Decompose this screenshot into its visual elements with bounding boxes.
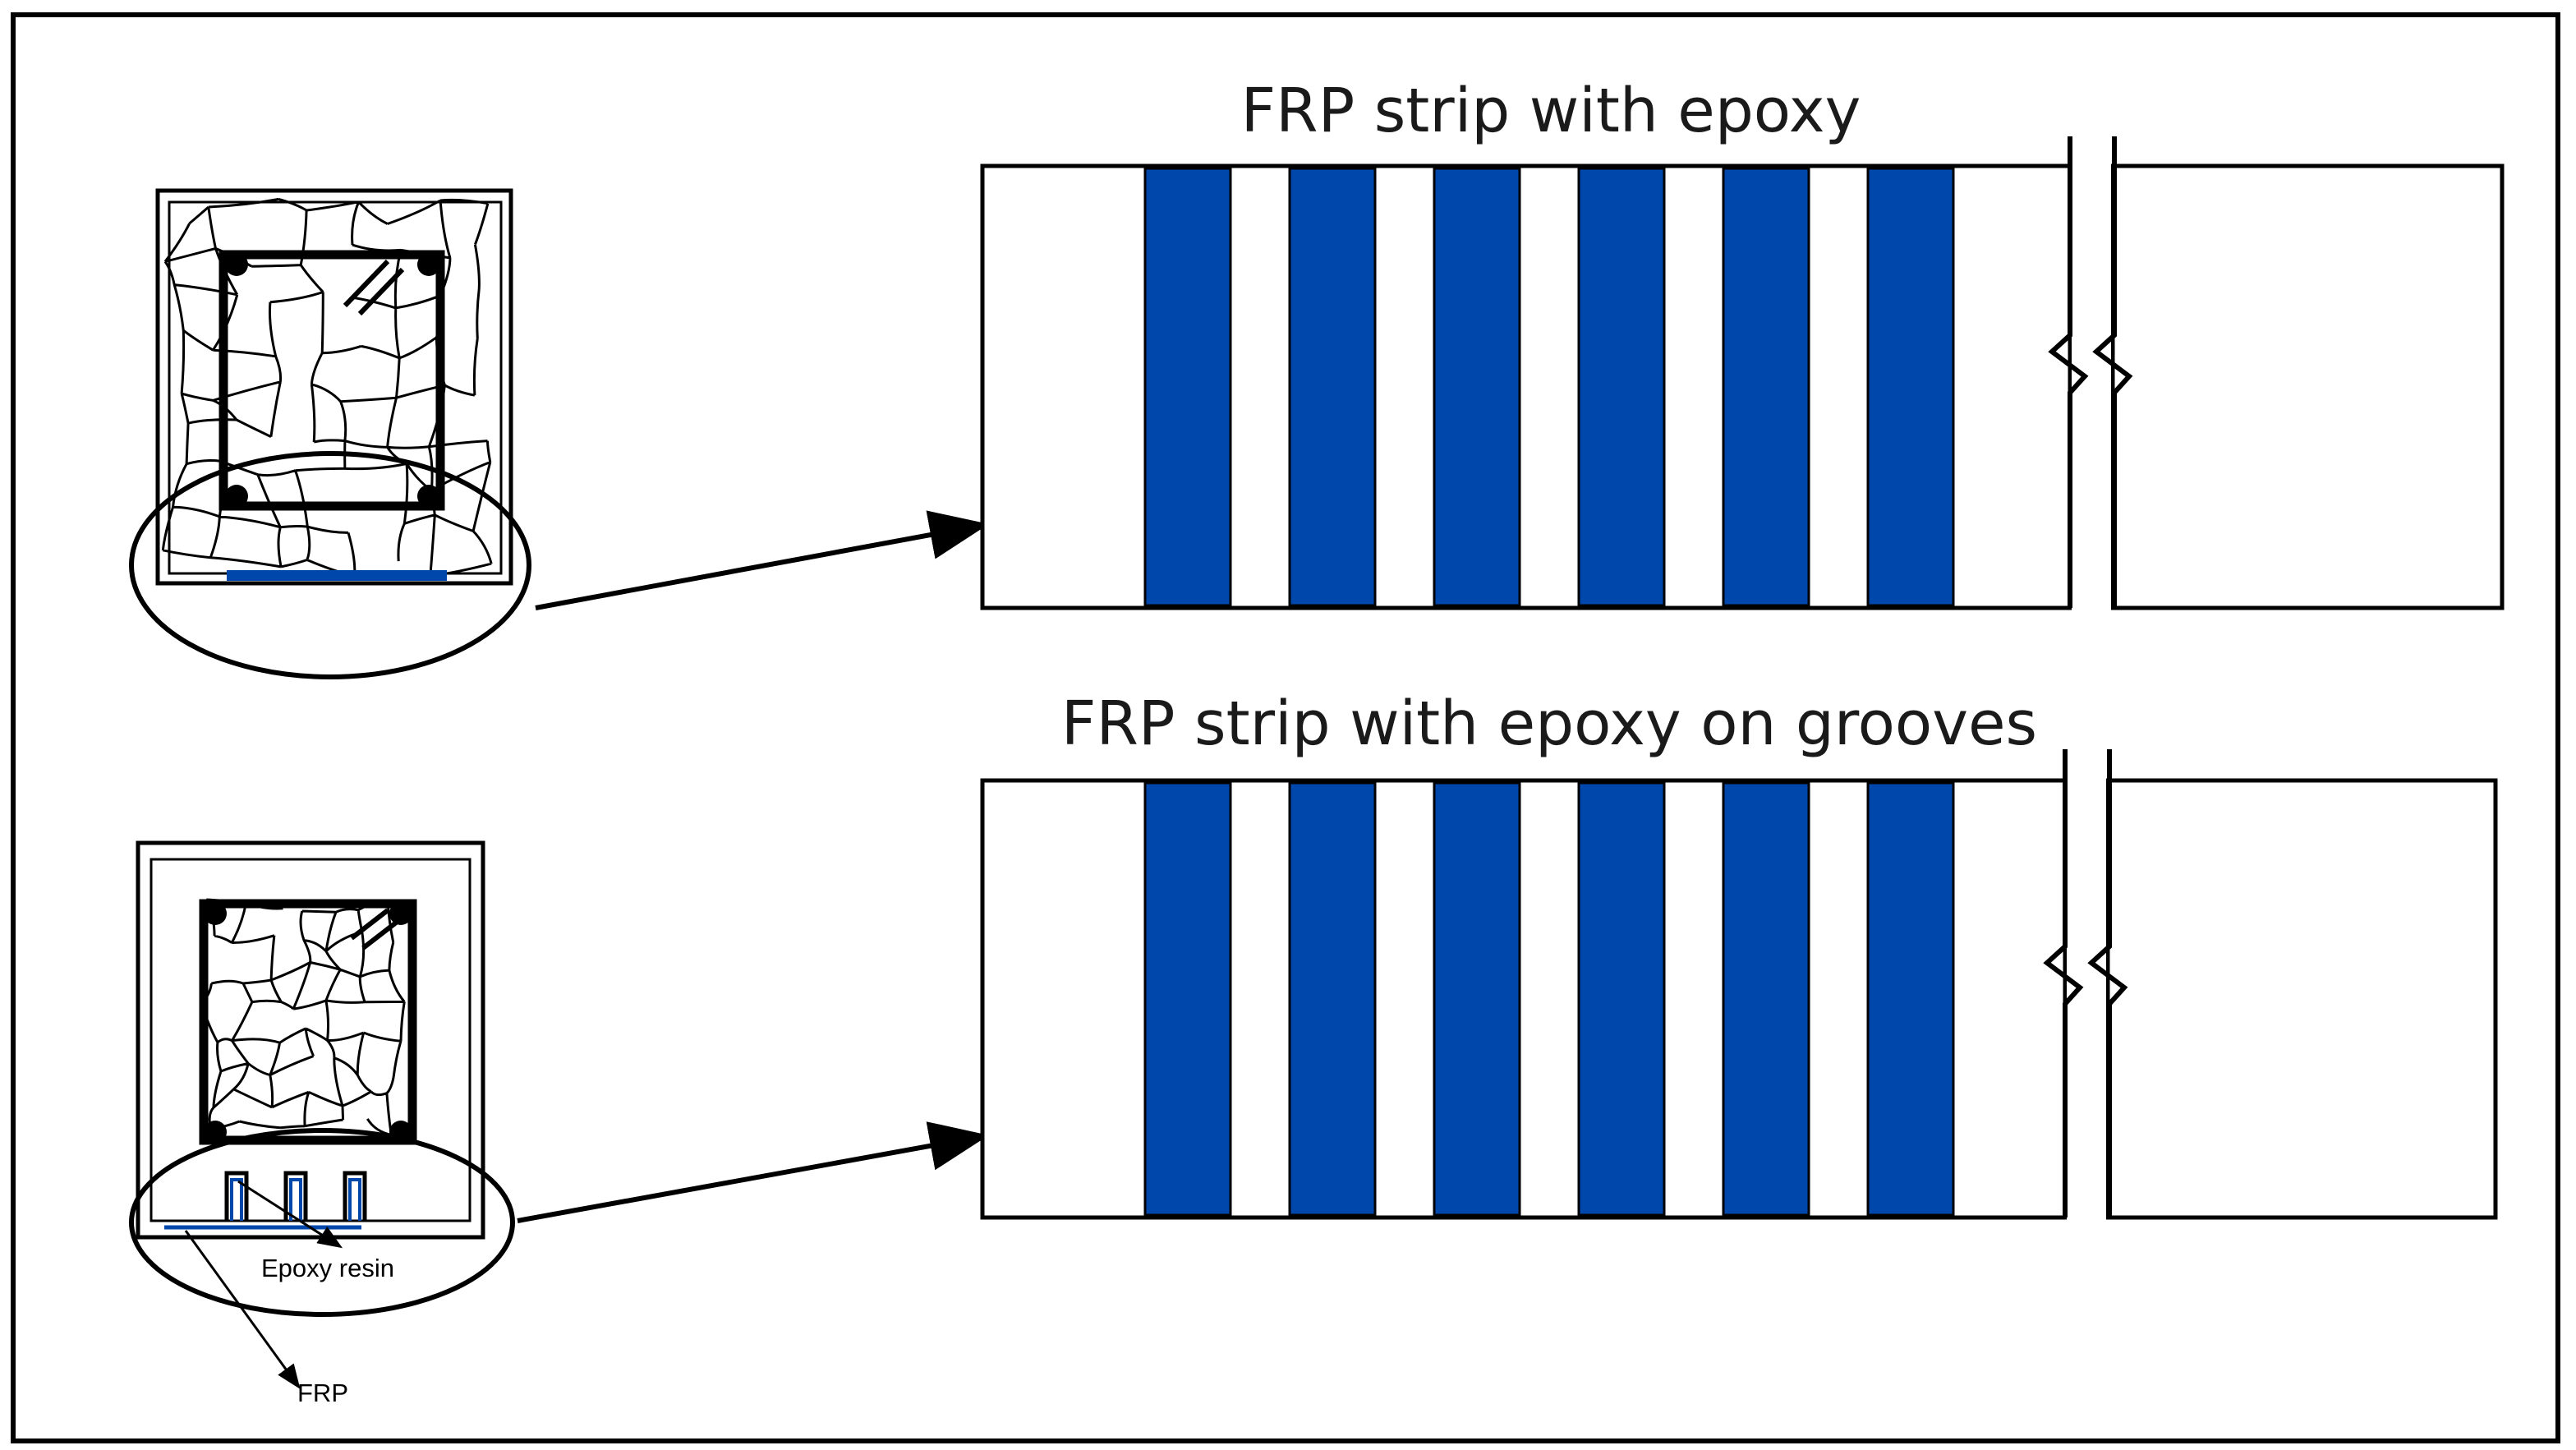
rebar bbox=[225, 253, 248, 276]
break-gap bbox=[2067, 746, 2106, 1226]
detail-ellipse bbox=[129, 1128, 515, 1317]
beam-segment-right bbox=[2105, 778, 2498, 1220]
frp-panel-top: FRP strip with epoxy bbox=[980, 76, 2505, 616]
groove-epoxy bbox=[230, 1178, 361, 1221]
detail-arrow bbox=[517, 1121, 989, 1223]
panel-title: FRP strip with epoxy on grooves bbox=[1061, 688, 2037, 759]
frp-strip bbox=[1288, 167, 1377, 607]
stirrup-hook bbox=[343, 259, 405, 316]
frp-strip bbox=[1577, 167, 1666, 607]
stirrup bbox=[199, 899, 417, 1145]
cracked-section-top bbox=[129, 188, 989, 679]
frp-strip bbox=[1433, 167, 1521, 607]
grooved-section-bottom: Epoxy resin FRP bbox=[129, 840, 989, 1407]
frp-strips bbox=[1143, 167, 1955, 607]
break-line bbox=[2048, 136, 2133, 608]
frp-strip bbox=[1433, 781, 1521, 1217]
stirrup bbox=[218, 250, 445, 511]
frp-strip bbox=[1143, 167, 1232, 607]
frp-strip bbox=[1577, 781, 1666, 1217]
beam-segment-right bbox=[2110, 163, 2505, 610]
frp-strip bbox=[1866, 781, 1955, 1217]
detail-arrow bbox=[535, 510, 989, 610]
detail-ellipse bbox=[129, 451, 531, 679]
panel-title: FRP strip with epoxy bbox=[1241, 76, 1861, 146]
grooves bbox=[224, 1171, 367, 1221]
rebar bbox=[417, 253, 440, 276]
frp-strip bbox=[1866, 167, 1955, 607]
frp-strips bbox=[1143, 781, 1955, 1217]
crack-pattern bbox=[161, 197, 493, 578]
break-line bbox=[2043, 749, 2128, 1218]
rebar bbox=[389, 902, 412, 925]
rebar bbox=[204, 1121, 227, 1144]
crack-pattern bbox=[200, 898, 406, 1136]
frp-strip-bottom bbox=[227, 570, 447, 581]
frp-pointer bbox=[184, 1230, 301, 1389]
frp-label: FRP bbox=[297, 1379, 348, 1407]
epoxy-pointer bbox=[237, 1180, 343, 1249]
crack-lines bbox=[200, 898, 406, 1136]
frp-panel-bottom: FRP strip with epoxy on grooves bbox=[980, 688, 2498, 1226]
frp-strip bbox=[1722, 167, 1810, 607]
crack-lines bbox=[161, 197, 493, 578]
epoxy-resin-label: Epoxy resin bbox=[261, 1254, 394, 1282]
rebar bbox=[204, 902, 227, 925]
frp-strip bbox=[1288, 781, 1377, 1217]
frp-strip bbox=[1143, 781, 1232, 1217]
stirrup-hook bbox=[350, 908, 401, 951]
frp-strip bbox=[1722, 781, 1810, 1217]
rebar bbox=[417, 485, 440, 508]
rebar bbox=[225, 485, 248, 508]
